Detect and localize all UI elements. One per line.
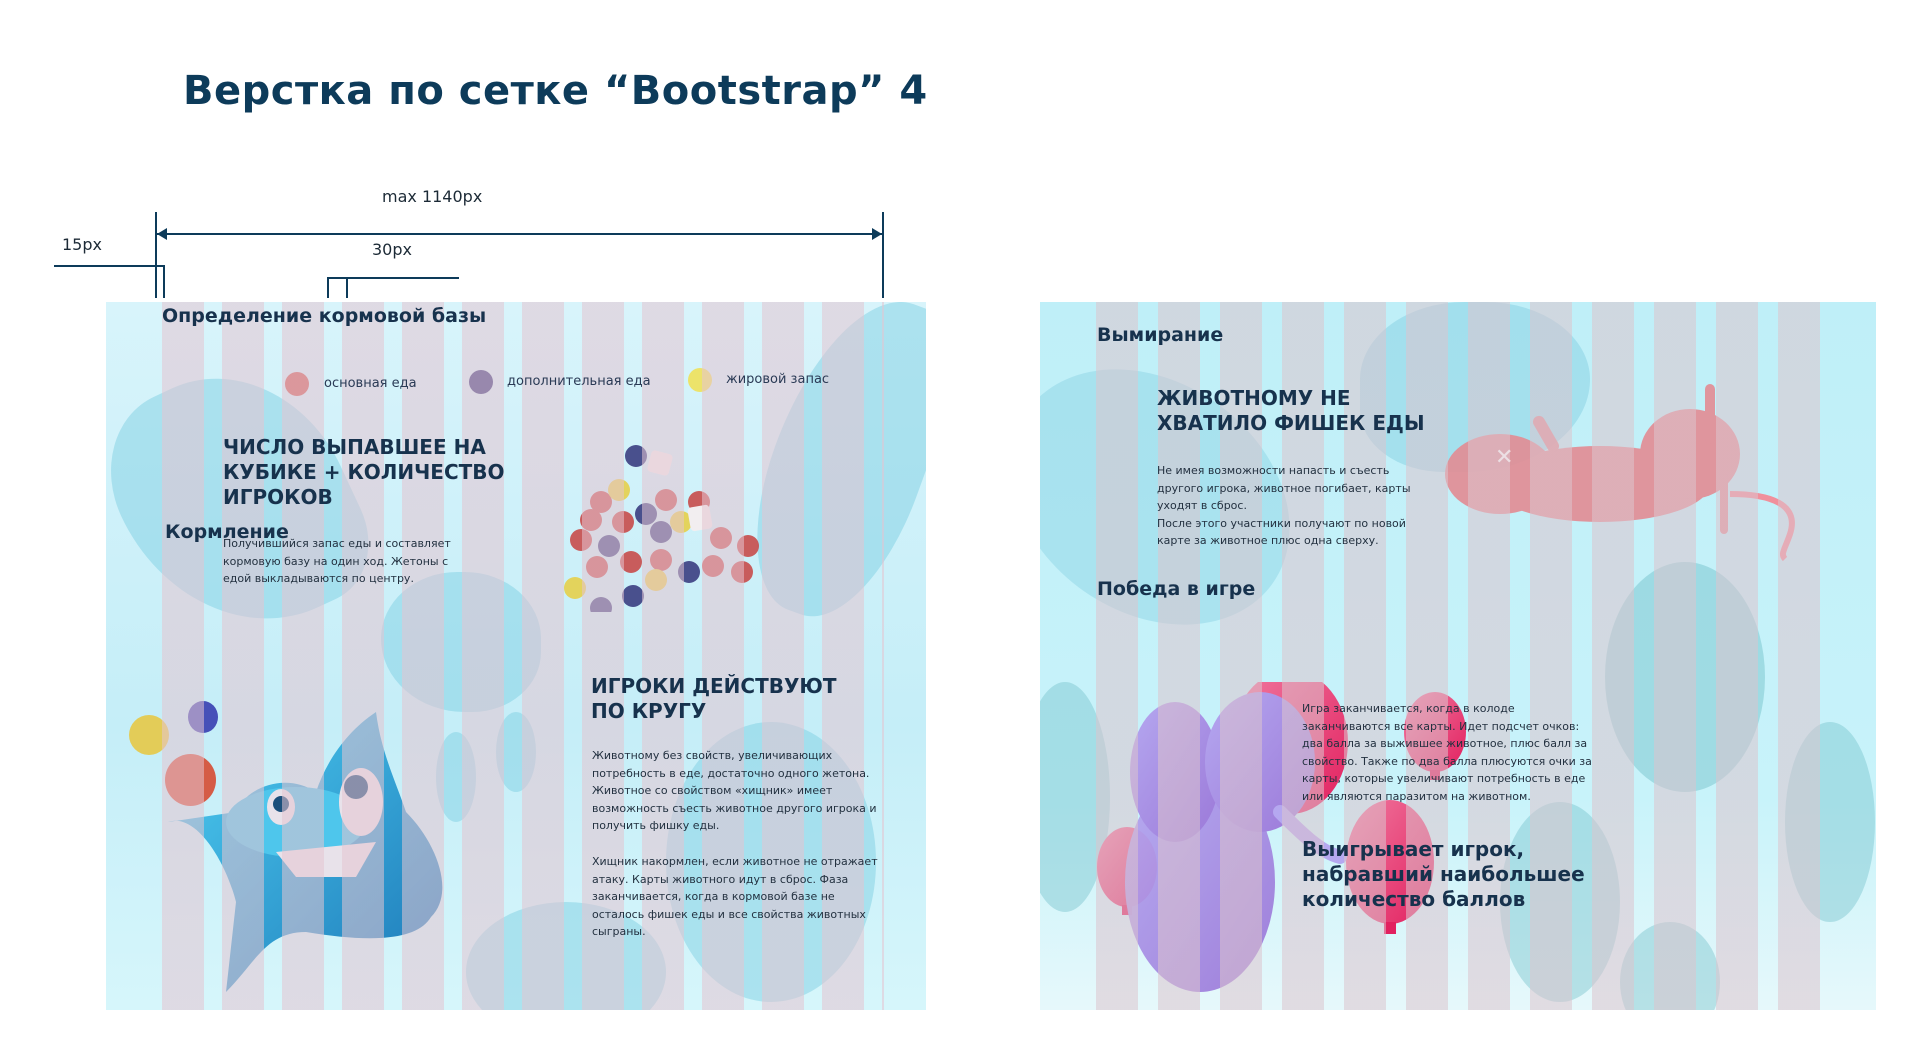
max-width-label: max 1140px bbox=[382, 187, 483, 206]
dimension-line bbox=[346, 277, 348, 298]
heading-line: ХВАТИЛО ФИШЕК ЕДЫ bbox=[1157, 411, 1425, 435]
text-line: заканчивается, когда в кормовой базе не bbox=[592, 890, 835, 903]
section-title: Победа в игре bbox=[1097, 578, 1256, 600]
dead-rat-illustration: ✕ bbox=[1445, 384, 1795, 562]
heading-line: набравший наибольшее bbox=[1302, 862, 1585, 886]
text-line: заканчиваются все карты. Идет подсчет оч… bbox=[1302, 719, 1580, 733]
heading-line: ЧИСЛО ВЫПАВШЕЕ НА bbox=[223, 435, 486, 459]
heading-extinction: ЖИВОТНОМУ НЕ ХВАТИЛО ФИШЕК ЕДЫ bbox=[1157, 386, 1425, 436]
text-line: уходят в сброс. bbox=[1157, 499, 1247, 512]
section-title: Определение кормовой базы bbox=[162, 305, 487, 327]
text-line: Хищник накормлен, если животное не отраж… bbox=[592, 855, 878, 868]
paragraph: Животному без свойств, увеличивающих пот… bbox=[592, 747, 877, 835]
legend-dot-extra-food bbox=[469, 370, 493, 394]
text-line: возможность съесть животное другого игро… bbox=[592, 801, 877, 815]
dimension-line bbox=[327, 277, 459, 279]
background-balloon bbox=[1605, 562, 1765, 792]
arrow-left-icon bbox=[157, 228, 167, 240]
yellow-token bbox=[129, 715, 169, 755]
background-blob bbox=[496, 712, 536, 792]
text-line: карты, которые увеличивают потребность в… bbox=[1302, 772, 1586, 785]
text-line: другого игрока, животное погибает, карты bbox=[1157, 481, 1411, 495]
layout-mockup-extinction-victory: Вымирание ЖИВОТНОМУ НЕ ХВАТИЛО ФИШЕК ЕДЫ… bbox=[1040, 302, 1876, 1010]
paragraph: Хищник накормлен, если животное не отраж… bbox=[592, 853, 878, 941]
paragraph: Игра заканчивается, когда в колоде закан… bbox=[1302, 700, 1592, 805]
heading-line: ПО КРУГУ bbox=[591, 699, 707, 723]
text-line: или являются паразитом на животном. bbox=[1302, 789, 1531, 803]
gutter-half-label: 15px bbox=[62, 235, 102, 254]
section-title: Вымирание bbox=[1097, 324, 1224, 346]
dimension-line bbox=[327, 277, 329, 298]
text-line: Не имея возможности напасть и съесть bbox=[1157, 464, 1390, 477]
heading-line: ИГРОКОВ bbox=[223, 485, 333, 509]
background-balloon bbox=[1785, 722, 1875, 922]
heading-line: ИГРОКИ ДЕЙСТВУЮТ bbox=[591, 674, 837, 698]
gutter-label: 30px bbox=[372, 240, 412, 259]
layout-mockup-feeding: Определение кормовой базы основная еда д… bbox=[106, 302, 926, 1010]
navy-token bbox=[188, 701, 218, 733]
legend-dot-main-food bbox=[285, 372, 309, 396]
food-tokens-dice-illustration bbox=[564, 445, 759, 612]
text-line: два балла за выжившее животное, плюс бал… bbox=[1302, 737, 1588, 750]
heading-players-turn: ИГРОКИ ДЕЙСТВУЮТ ПО КРУГУ bbox=[591, 674, 837, 724]
background-balloon bbox=[1620, 922, 1720, 1010]
text-line: Игра заканчивается, когда в колоде bbox=[1302, 702, 1515, 715]
heading-line: Выигрывает игрок, bbox=[1302, 837, 1525, 861]
text-line: После этого участники получают по новой bbox=[1157, 516, 1406, 530]
text-line: свойство. Также по два балла плюсуются о… bbox=[1302, 754, 1592, 768]
text-line: сыграны. bbox=[592, 925, 646, 938]
section-title: Кормление bbox=[165, 521, 289, 543]
dimension-line bbox=[54, 265, 164, 267]
text-line: Животное со свойством «хищник» имеет bbox=[592, 784, 833, 797]
dimension-line bbox=[163, 265, 165, 298]
dimension-line bbox=[155, 212, 157, 298]
paragraph: Не имея возможности напасть и съесть дру… bbox=[1157, 462, 1411, 550]
dimension-line bbox=[882, 212, 884, 298]
legend-dot-fat-reserve bbox=[688, 368, 712, 392]
dimension-arrow bbox=[157, 233, 882, 235]
text-line: получить фишку еды. bbox=[592, 819, 720, 832]
heading-dice: ЧИСЛО ВЫПАВШЕЕ НА КУБИКЕ + КОЛИЧЕСТВО ИГ… bbox=[223, 435, 505, 510]
heading-winner: Выигрывает игрок, набравший наибольшее к… bbox=[1302, 837, 1585, 912]
svg-text:✕: ✕ bbox=[1495, 445, 1513, 470]
text-line: Животному без свойств, увеличивающих bbox=[592, 749, 833, 762]
section-title-text: Кормление bbox=[165, 521, 289, 543]
heading-line: ЖИВОТНОМУ НЕ bbox=[1157, 386, 1351, 410]
page-title: Верстка по сетке “Bootstrap” 4 bbox=[183, 68, 928, 114]
heading-line: КУБИКЕ + КОЛИЧЕСТВО bbox=[223, 460, 505, 484]
arrow-right-icon bbox=[872, 228, 882, 240]
heading-line: количество баллов bbox=[1302, 887, 1526, 911]
text-line: осталось фишек еды и все свойства животн… bbox=[592, 907, 866, 921]
text-line: потребность в еде, достаточно одного жет… bbox=[592, 766, 870, 780]
legend-label: жировой запас bbox=[726, 372, 830, 387]
background-blob bbox=[381, 572, 541, 712]
legend-label: основная еда bbox=[324, 376, 417, 391]
shark-illustration bbox=[168, 712, 443, 992]
text-line: атаку. Карты животного идут в сброс. Фаз… bbox=[592, 872, 849, 886]
text-line: карте за животное плюс одна сверху. bbox=[1157, 534, 1379, 547]
legend-label: дополнительная еда bbox=[507, 374, 651, 389]
red-token bbox=[165, 754, 216, 806]
text-line: кормовую базу на один ход. Жетоны с bbox=[223, 554, 449, 568]
text-line: едой выкладываются по центру. bbox=[223, 572, 414, 585]
